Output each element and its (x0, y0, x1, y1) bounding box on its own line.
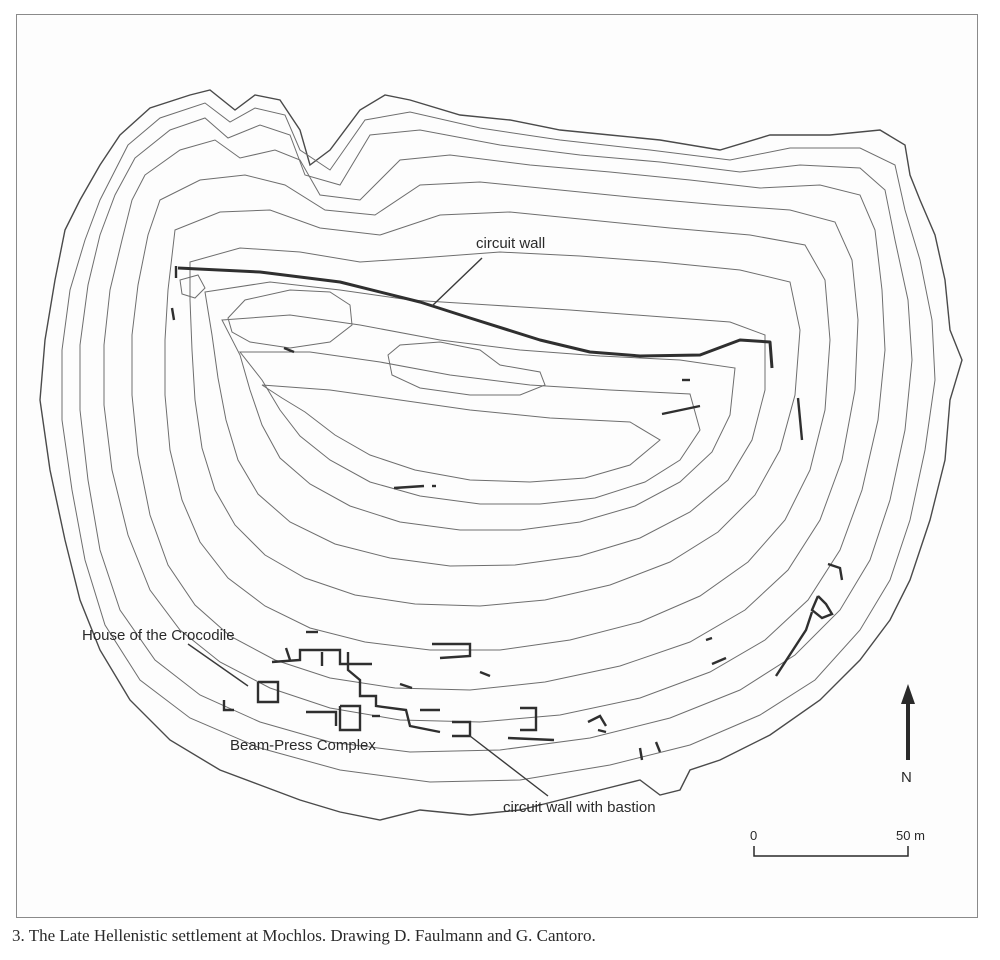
building (306, 710, 338, 726)
settlement-ruins (222, 562, 844, 761)
figure-caption: 3. The Late Hellenistic settlement at Mo… (12, 926, 596, 945)
leader-line-house-of-crocodile (187, 643, 249, 687)
building (432, 642, 472, 660)
contour-line (189, 247, 801, 607)
building (452, 720, 472, 738)
wall-fragment (393, 484, 425, 490)
north-arrow: N (901, 684, 915, 786)
contour-line (204, 281, 766, 567)
contour-line (61, 102, 936, 783)
wall-fragment (661, 404, 701, 416)
summit-contour (387, 341, 546, 396)
label-house-of-crocodile: House of the Crocodile (82, 627, 235, 644)
wall-fragment (705, 636, 713, 642)
bastion (810, 595, 834, 620)
building (399, 682, 413, 690)
map-frame (16, 14, 978, 918)
contour-line (103, 139, 886, 723)
scale-start-label: 0 (750, 828, 757, 843)
contour-line (238, 351, 701, 505)
leader-line-circuit-wall (431, 257, 483, 307)
building (507, 736, 555, 742)
building (654, 741, 662, 753)
building (479, 670, 491, 678)
wall-fragment (170, 307, 176, 321)
settlement-plan: circuit wall House of the Crocodile Beam… (39, 89, 963, 857)
label-circuit-wall-bastion: circuit wall with bastion (503, 799, 656, 816)
contour-line (261, 384, 661, 483)
scale-bar: 0 50 m (750, 828, 925, 857)
wall-fragment (711, 656, 727, 666)
contour-line (79, 117, 913, 753)
coastline (39, 89, 963, 821)
circuit-wall (177, 266, 774, 369)
building (638, 747, 644, 761)
label-circuit-wall: circuit wall (476, 235, 545, 252)
north-arrow-icon (901, 684, 915, 704)
wall-fragment (222, 700, 234, 712)
contour-line (164, 209, 831, 651)
wall-fragment (283, 346, 295, 354)
building (338, 704, 362, 732)
contour-line (221, 314, 736, 531)
building (284, 647, 292, 661)
summit-contour (179, 274, 206, 299)
scale-end-label: 50 m (896, 828, 925, 843)
contour-line (131, 174, 859, 691)
building (271, 648, 372, 666)
wall-fragment (827, 562, 844, 581)
circuit-wall-east (774, 611, 814, 677)
summit-contour (227, 289, 353, 349)
leader-line-circuit-wall-bastion (469, 735, 549, 797)
building (346, 652, 441, 734)
wall-fragment (796, 397, 804, 441)
building (520, 706, 538, 732)
building (597, 728, 607, 734)
label-beam-press-complex: Beam-Press Complex (230, 737, 376, 754)
building (587, 714, 608, 727)
wall-fragment (256, 680, 280, 704)
north-label: N (901, 769, 912, 786)
